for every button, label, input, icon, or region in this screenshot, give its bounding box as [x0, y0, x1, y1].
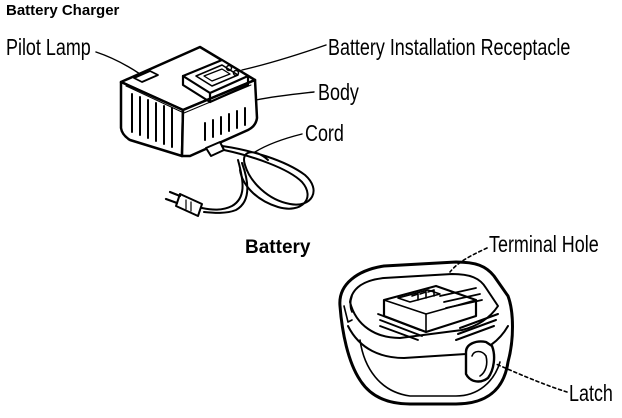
label-latch: Latch	[569, 380, 613, 406]
battery-illustration	[338, 247, 568, 406]
label-cord: Cord	[305, 120, 344, 146]
battery-title: Battery	[245, 237, 311, 258]
label-battery-installation-receptacle: Battery Installation Receptacle	[328, 34, 571, 60]
charger-title: Battery Charger	[6, 2, 120, 19]
charger-illustration	[95, 44, 327, 217]
label-pilot-lamp: Pilot Lamp	[6, 34, 91, 60]
label-body: Body	[318, 79, 359, 105]
label-terminal-hole: Terminal Hole	[489, 231, 599, 257]
